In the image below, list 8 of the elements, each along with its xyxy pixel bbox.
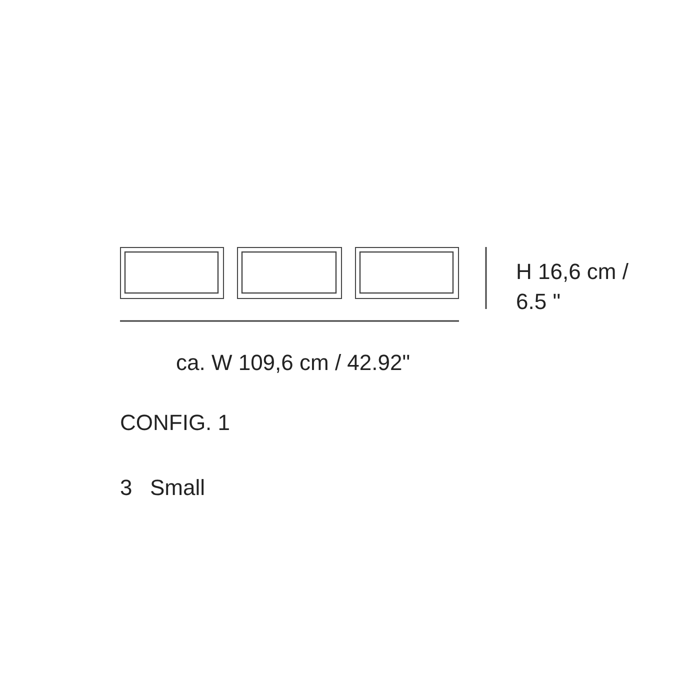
dimension-label: H 16,6 cm / 6.5 " [516, 258, 630, 316]
item-name: Small [150, 475, 206, 501]
quantity-number: 3 [120, 475, 132, 501]
config-heading: CONFIG. 1 [120, 410, 230, 436]
shelf-box-drawing [237, 247, 342, 299]
dimension-label: ca. W 109,6 cm / 42.92" [176, 350, 410, 376]
shelf-box-drawing [120, 247, 224, 299]
shelf-box-drawing [355, 247, 459, 299]
